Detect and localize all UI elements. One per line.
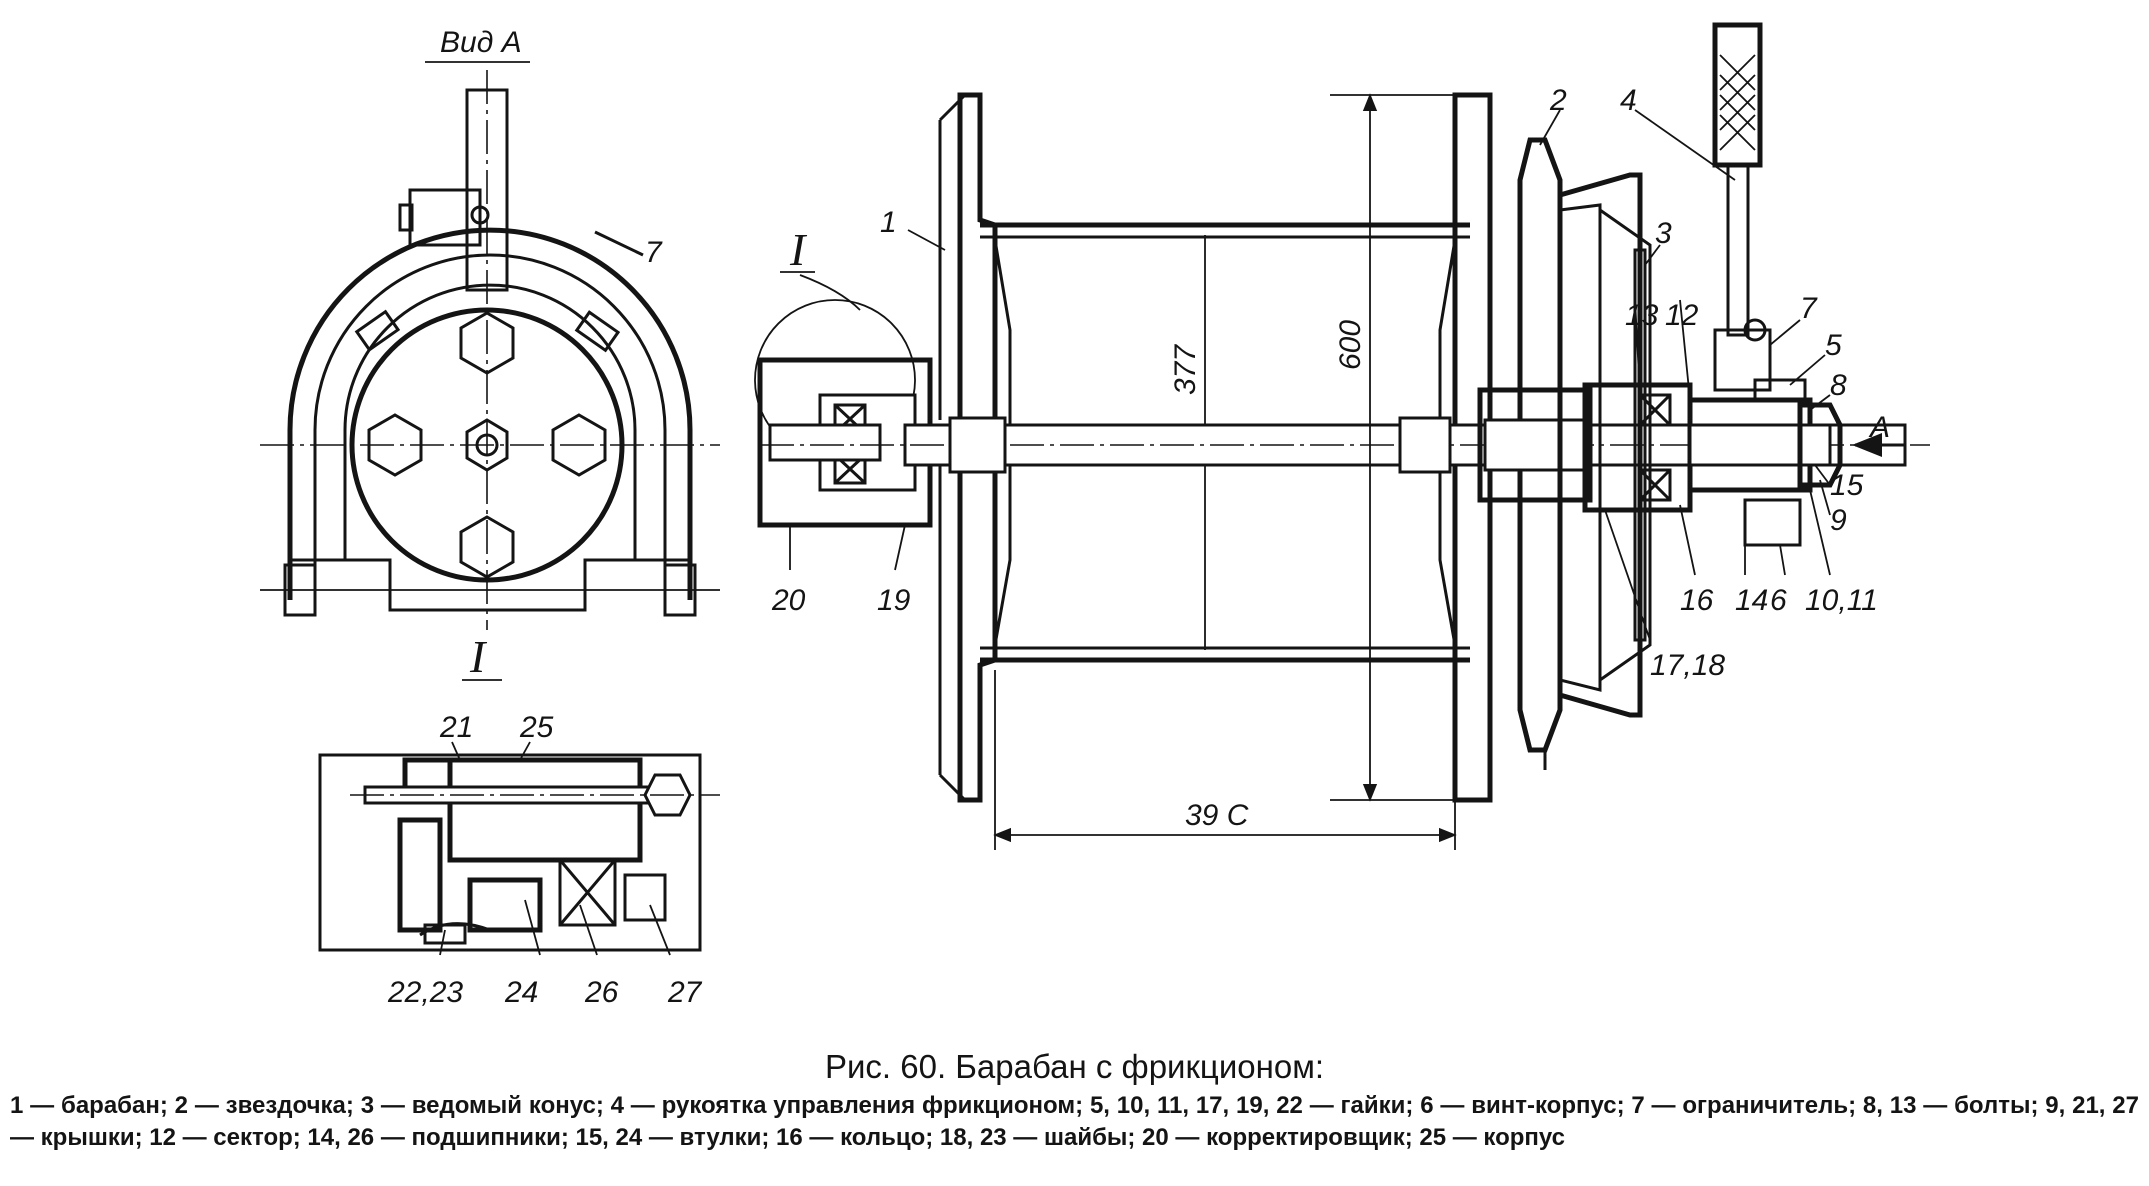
dim-377: 377: [1169, 344, 1202, 395]
label-10-11: 10,11: [1805, 584, 1878, 617]
detail-label-21: 21: [439, 711, 473, 744]
label-12: 12: [1665, 299, 1699, 332]
main-section: I: [754, 22, 1930, 850]
friction-cone: [1557, 172, 1643, 718]
center-nut: [465, 418, 509, 472]
bolt-head: [459, 515, 515, 579]
hub: [1477, 387, 1593, 503]
label-1: 1: [880, 206, 897, 239]
control-handle-stem: [1726, 163, 1750, 337]
label-17-18: 17,18: [1650, 649, 1725, 682]
figure-caption-title: Рис. 60. Барабан с фрикционом:: [824, 1048, 1325, 1085]
detail-ref: I: [789, 224, 808, 275]
label-9: 9: [1830, 504, 1847, 537]
label-15: 15: [1830, 469, 1864, 502]
label-16: 16: [1680, 584, 1714, 617]
arrow-letter: А: [1868, 411, 1890, 444]
detail-label-22-23: 22,23: [387, 976, 463, 1009]
label-19: 19: [877, 584, 911, 617]
limiter-bracket: [408, 188, 482, 247]
end-cap: [1797, 402, 1843, 488]
detail-i: I 21 25 22,23 24 26 27: [318, 631, 720, 1009]
label-8: 8: [1830, 369, 1847, 402]
view-a-title: Вид А: [440, 26, 522, 59]
control-handle-grip: [1712, 22, 1763, 168]
detail-label-24: 24: [504, 976, 538, 1009]
detail-label-26: 26: [584, 976, 619, 1009]
label-4: 4: [1620, 84, 1637, 117]
detail-label-25: 25: [519, 711, 554, 744]
label-6: 6: [1770, 584, 1787, 617]
dim-600: 600: [1334, 320, 1367, 370]
bolt-head: [367, 413, 423, 477]
label-5: 5: [1825, 329, 1842, 362]
outer-arch: [287, 227, 693, 600]
dim-390: 39 С: [1185, 799, 1249, 832]
detail-title: I: [469, 631, 488, 682]
label-3: 3: [1655, 217, 1672, 250]
view-a: Вид А 7: [260, 26, 720, 630]
label-14: 14: [1735, 584, 1768, 617]
detail-label-27: 27: [667, 976, 703, 1009]
housing-25: [447, 757, 643, 863]
bolt-head: [459, 311, 515, 375]
label-13: 13: [1625, 299, 1659, 332]
detail-frame: [318, 753, 702, 952]
bolt-head: [551, 413, 607, 477]
label-7: 7: [1800, 292, 1818, 325]
view-a-label-7: 7: [645, 236, 663, 269]
label-2: 2: [1549, 84, 1567, 117]
label-20: 20: [771, 584, 806, 617]
figure-caption-legend: 1 — барабан; 2 — звездочка; 3 — ведомый …: [10, 1092, 2139, 1151]
